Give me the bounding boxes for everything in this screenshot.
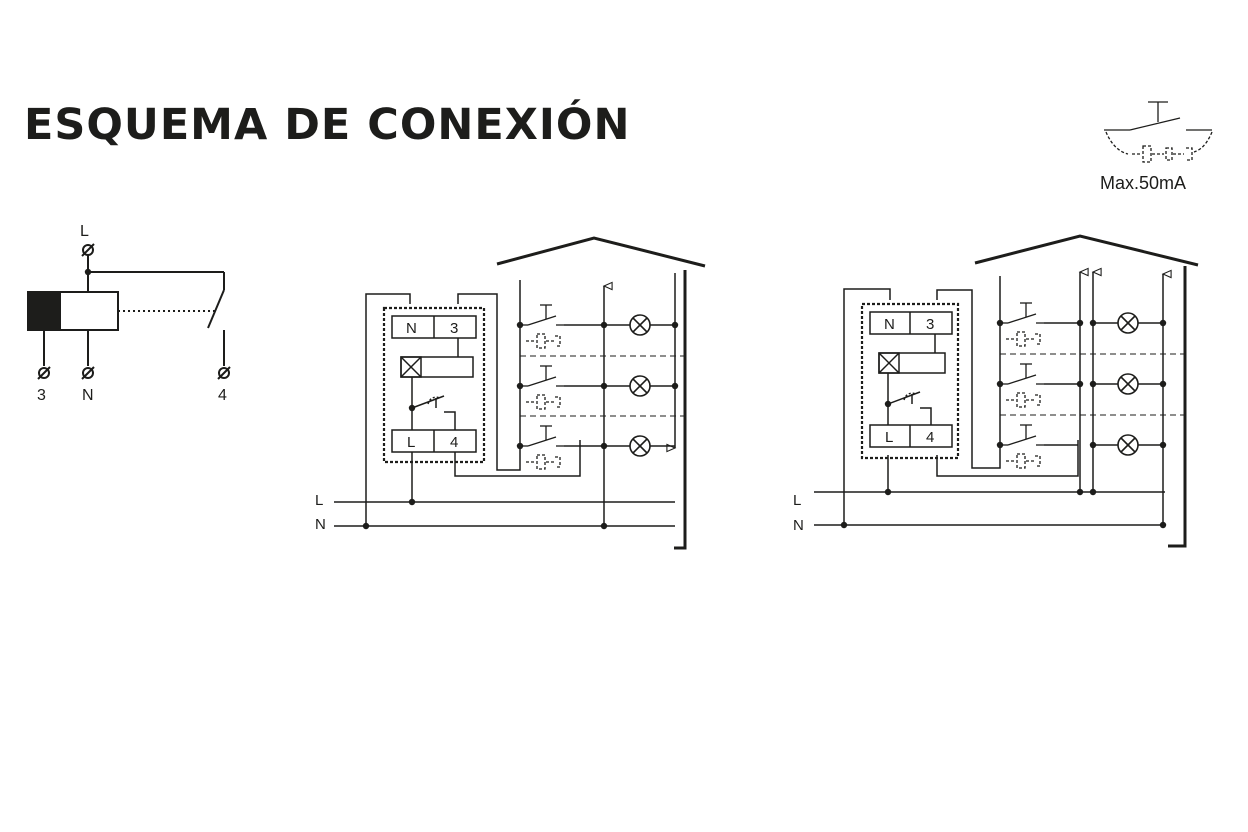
push-button-icon — [1104, 101, 1213, 163]
relay2-terminal-l: L — [885, 429, 893, 446]
max-current-label: Max.50mA — [1100, 173, 1186, 193]
terminal-label-4: 4 — [218, 387, 227, 404]
basic-schematic — [27, 250, 225, 366]
line2-label-l: L — [793, 492, 801, 509]
terminal-label-l: L — [80, 223, 89, 240]
wiring-diagram-1 — [334, 236, 706, 550]
relay1-terminal-l: L — [407, 434, 415, 451]
relay2-terminal-3: 3 — [926, 316, 934, 333]
relay1-terminal-n: N — [406, 320, 417, 337]
line-label-l: L — [315, 492, 323, 509]
relay1-terminal-4: 4 — [450, 434, 458, 451]
relay2-terminal-4: 4 — [926, 429, 934, 446]
relay1-terminal-3: 3 — [450, 320, 458, 337]
terminal-label-n: N — [82, 387, 94, 404]
terminal-label-3: 3 — [37, 387, 46, 404]
wiring-diagram-2 — [814, 234, 1199, 548]
line-label-n: N — [315, 516, 326, 533]
relay2-terminal-n: N — [884, 316, 895, 333]
line2-label-n: N — [793, 517, 804, 534]
page-title: ESQUEMA DE CONEXIÓN — [24, 100, 631, 150]
